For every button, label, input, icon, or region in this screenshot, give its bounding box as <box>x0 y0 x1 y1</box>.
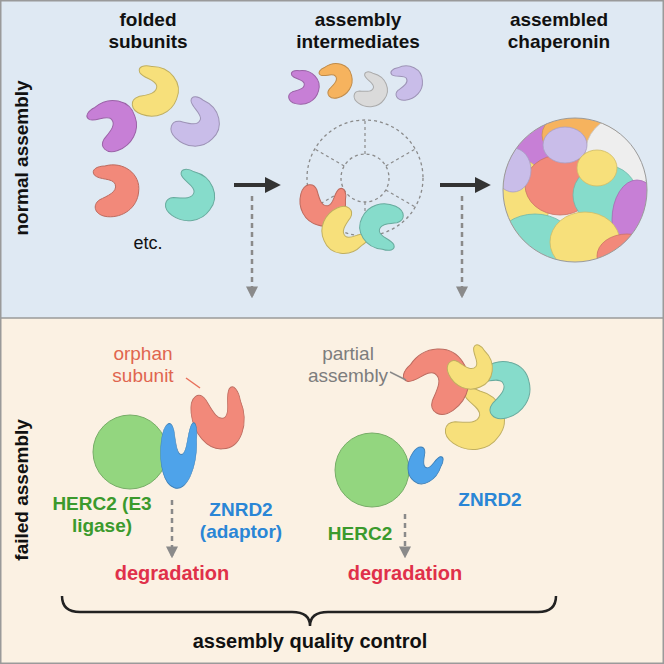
subunit-shape <box>354 197 408 254</box>
herc2-shape <box>93 415 167 489</box>
ring-outline <box>364 120 365 154</box>
subunit-shape <box>160 165 223 230</box>
subunit-shape <box>165 93 228 157</box>
leader-line <box>390 372 406 380</box>
outcome-label: degradation <box>341 562 469 585</box>
band-ground <box>0 0 664 318</box>
protein-label: partial assembly <box>305 343 391 387</box>
protein-label: HERC2 (E3 ligase) <box>48 493 156 537</box>
dashed-arrow <box>251 196 254 296</box>
text-slot: etc. <box>125 233 171 254</box>
text-slot: partial assembly <box>305 343 391 387</box>
subunit-shape <box>390 63 425 102</box>
subunit-shape <box>93 165 139 217</box>
subunit-shape <box>157 420 199 490</box>
outcome-label: degradation <box>108 562 236 585</box>
text-slot: HERC2 <box>322 523 398 545</box>
dashed-arrow <box>461 196 464 296</box>
text-slot: assembly quality control <box>140 630 480 653</box>
process-arrow <box>234 183 276 187</box>
leader-line <box>186 378 200 388</box>
subunit-shape <box>443 342 500 397</box>
text-slot: assembly intermediates <box>280 9 436 53</box>
subunit-shape <box>401 443 446 489</box>
protein-art <box>84 59 662 507</box>
subunit-shape <box>84 93 145 157</box>
stage-heading: assembly intermediates <box>280 9 436 53</box>
dashed-arrow <box>404 514 407 556</box>
herc2-shape <box>335 433 409 507</box>
text-slot: folded subunits <box>92 9 204 53</box>
stage-heading: folded subunits <box>92 9 204 53</box>
text-slot: orphan subunit <box>100 343 186 387</box>
protein-label: ZNRD2 (adaptor) <box>195 499 287 543</box>
protein-label: HERC2 <box>322 523 398 545</box>
stage-group: assembled chaperonin <box>490 5 658 275</box>
assembly-band: orphan subunitHERC2 (E3 ligase) ZNRD2 (ad… <box>0 318 664 664</box>
stage-group: partial assemblyHERC2 ZNRD2 <box>300 335 545 550</box>
band-ground <box>0 318 664 664</box>
text-slot: normal assembly <box>11 8 33 308</box>
subunit-shape <box>350 69 393 113</box>
dashed-arrow <box>171 500 174 556</box>
text-slot: ZNRD2 <box>448 489 532 511</box>
process-arrow <box>440 183 486 187</box>
subunit-shape <box>318 59 358 101</box>
brace <box>62 596 556 626</box>
assembly-band: folded subunits etc. assembly intermediate… <box>0 0 664 318</box>
band-title: failed assembly <box>11 340 33 640</box>
band-divider <box>0 317 664 319</box>
ring-outline <box>386 149 415 166</box>
chaperonin-outline <box>503 118 647 262</box>
chaperonin-ball <box>490 110 662 278</box>
protein-label: orphan subunit <box>100 343 186 387</box>
text-slot: failed assembly <box>11 340 33 640</box>
band-title: normal assembly <box>11 8 33 308</box>
ring-outline <box>341 154 389 202</box>
subunit-shape <box>188 386 250 454</box>
stage-group: assembly intermediates <box>280 5 436 260</box>
stage-heading: assembled chaperonin <box>475 9 643 53</box>
ring-outline <box>315 149 344 166</box>
text-slot: degradation <box>108 562 236 585</box>
subunit-shape <box>286 69 321 108</box>
subunit-shape <box>128 63 183 123</box>
protein-label: ZNRD2 <box>448 489 532 511</box>
text-slot: ZNRD2 (adaptor) <box>195 499 287 543</box>
text-slot: assembled chaperonin <box>475 9 643 53</box>
text-slot: degradation <box>341 562 469 585</box>
stage-group: folded subunits etc. <box>65 5 230 260</box>
summary-label: assembly quality control <box>140 630 480 653</box>
stage-group: orphan subunitHERC2 (E3 ligase) ZNRD2 (ad… <box>45 335 290 550</box>
text-slot: HERC2 (E3 ligase) <box>48 493 156 537</box>
etc-note: etc. <box>125 233 171 254</box>
